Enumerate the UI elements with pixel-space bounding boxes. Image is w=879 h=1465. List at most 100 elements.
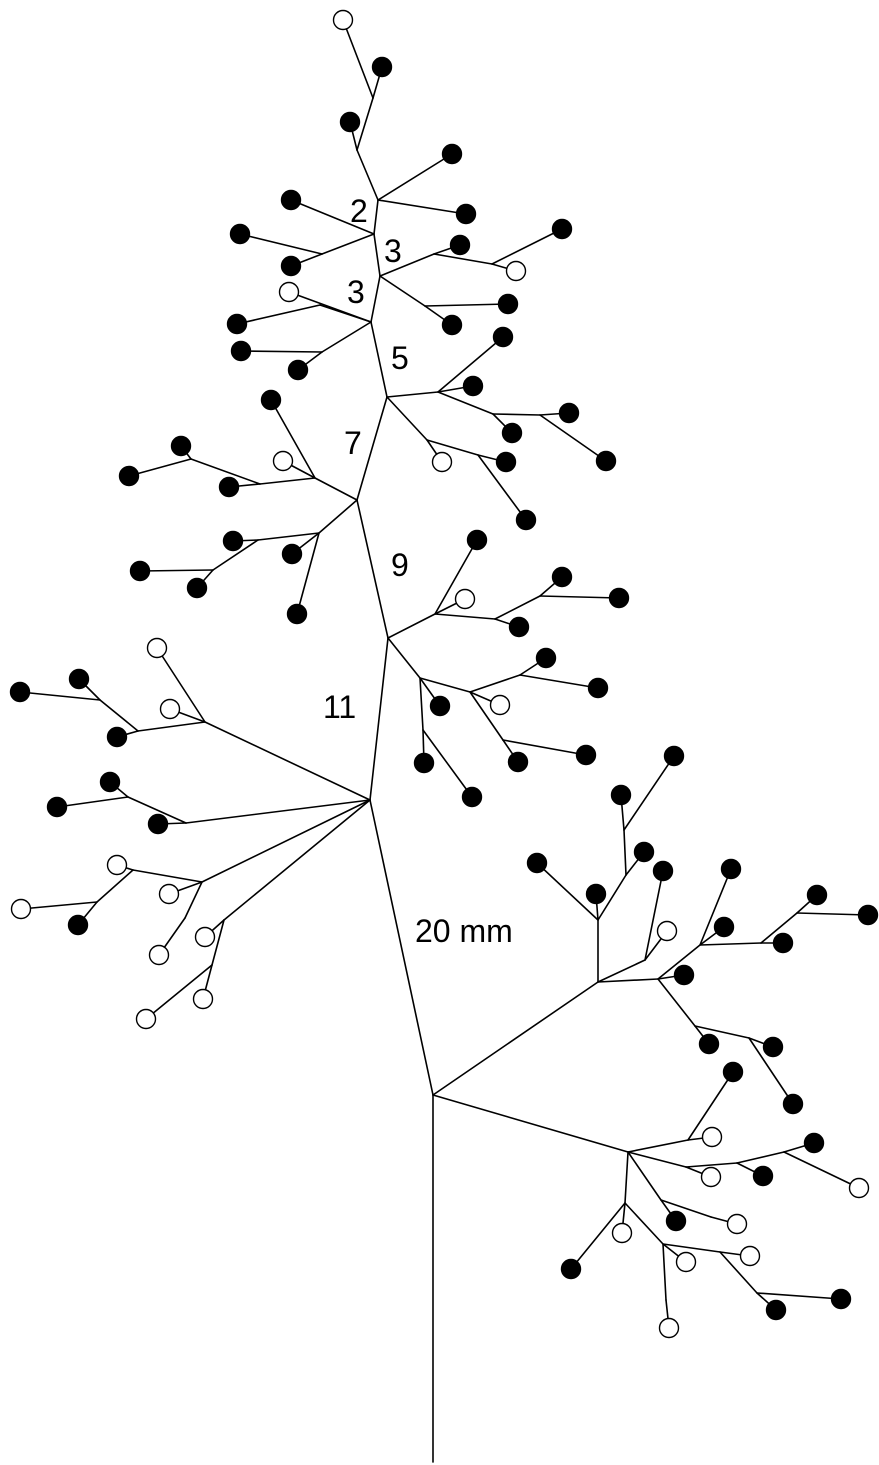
filled-fruit bbox=[652, 860, 674, 882]
side-branch bbox=[657, 944, 701, 980]
side-branch bbox=[433, 253, 493, 265]
side-branch bbox=[657, 978, 696, 1027]
side-branch bbox=[386, 396, 428, 441]
apex-axis bbox=[356, 149, 379, 201]
filled-fruit bbox=[170, 435, 192, 457]
pedicel bbox=[570, 1202, 626, 1270]
open-fruit bbox=[726, 1213, 748, 1235]
side-branch bbox=[694, 1025, 750, 1039]
filled-fruit bbox=[560, 1258, 582, 1280]
open-fruit bbox=[848, 1177, 870, 1199]
pedicel bbox=[477, 454, 527, 521]
side-branch bbox=[318, 499, 358, 534]
side-branch bbox=[379, 275, 426, 307]
pedicel bbox=[434, 539, 478, 615]
main-axis-20mm bbox=[369, 799, 434, 1096]
filled-fruit bbox=[608, 587, 630, 609]
filled-fruit bbox=[515, 509, 537, 531]
filled-fruit bbox=[713, 916, 735, 938]
side-branch bbox=[99, 699, 139, 732]
side-branch bbox=[624, 1151, 629, 1204]
pedicel bbox=[128, 458, 192, 477]
open-fruit bbox=[675, 1251, 697, 1273]
side-branch bbox=[736, 1151, 785, 1164]
filled-fruit bbox=[339, 111, 361, 133]
filled-fruit bbox=[772, 932, 794, 954]
side-branch bbox=[432, 981, 599, 1096]
filled-fruit bbox=[558, 402, 580, 424]
open-fruit bbox=[159, 698, 181, 720]
pedicel bbox=[290, 199, 375, 235]
filled-fruit bbox=[551, 566, 573, 588]
filled-fruit bbox=[752, 1165, 774, 1187]
side-branch bbox=[434, 613, 496, 620]
side-branch bbox=[627, 1151, 687, 1168]
filled-fruit bbox=[429, 695, 451, 717]
filled-fruit bbox=[595, 450, 617, 472]
pedicel bbox=[783, 1151, 860, 1189]
filled-fruit bbox=[106, 726, 128, 748]
side-branch bbox=[387, 613, 436, 639]
filled-fruit bbox=[501, 422, 523, 444]
side-branch bbox=[211, 919, 225, 966]
pedicel bbox=[377, 199, 467, 215]
side-branch bbox=[204, 721, 371, 801]
filled-fruit bbox=[585, 883, 607, 905]
side-branch bbox=[699, 942, 762, 946]
main-axis-3b bbox=[373, 233, 381, 277]
open-fruit bbox=[10, 898, 32, 920]
open-fruit bbox=[158, 883, 180, 905]
pedicel bbox=[19, 691, 101, 701]
open-fruit bbox=[135, 1008, 157, 1030]
filled-fruit bbox=[371, 56, 393, 78]
side-branch bbox=[685, 1162, 738, 1168]
filled-fruit bbox=[497, 293, 519, 315]
filled-fruit bbox=[461, 786, 483, 808]
side-branch bbox=[597, 874, 627, 921]
side-branch bbox=[437, 391, 494, 415]
filled-fruit bbox=[413, 752, 435, 774]
filled-fruit bbox=[551, 218, 573, 240]
pedicel bbox=[539, 414, 607, 462]
filled-fruit bbox=[455, 203, 477, 225]
pedicel bbox=[502, 739, 587, 756]
filled-fruit bbox=[633, 841, 655, 863]
pedicel bbox=[296, 532, 320, 615]
side-branch bbox=[419, 677, 424, 731]
open-fruit bbox=[701, 1126, 723, 1148]
side-branch bbox=[259, 477, 316, 485]
pedicel bbox=[139, 569, 214, 572]
pedicel bbox=[377, 153, 453, 201]
side-branch bbox=[624, 1202, 664, 1245]
open-fruit bbox=[739, 1245, 761, 1267]
open-fruit bbox=[656, 920, 678, 942]
side-branch bbox=[494, 595, 541, 620]
open-fruit bbox=[192, 988, 214, 1010]
side-branch bbox=[184, 881, 203, 919]
side-branch bbox=[432, 1094, 629, 1153]
filled-fruit bbox=[782, 1093, 804, 1115]
pedicel bbox=[644, 870, 664, 961]
filled-fruit bbox=[222, 530, 244, 552]
side-branch bbox=[760, 912, 798, 944]
open-fruit bbox=[148, 944, 170, 966]
side-branch bbox=[137, 721, 206, 732]
filled-fruit bbox=[765, 1299, 787, 1321]
filled-fruit bbox=[610, 784, 632, 806]
segment-label-11: 11 bbox=[323, 689, 356, 725]
apex-axis-upper bbox=[356, 97, 374, 151]
main-axis-7 bbox=[356, 396, 388, 501]
filled-fruit bbox=[663, 745, 685, 767]
main-axis-9 bbox=[356, 499, 389, 639]
side-branch bbox=[96, 869, 134, 903]
open-fruit bbox=[611, 1222, 633, 1244]
pedicel bbox=[699, 868, 732, 946]
side-branch bbox=[627, 1151, 662, 1201]
side-branch bbox=[627, 1139, 689, 1153]
open-fruit bbox=[658, 1317, 680, 1339]
side-branch bbox=[469, 691, 504, 741]
filled-fruit bbox=[535, 647, 557, 669]
filled-fruit bbox=[720, 858, 742, 880]
side-branch bbox=[190, 458, 261, 485]
pedicel bbox=[239, 233, 323, 255]
